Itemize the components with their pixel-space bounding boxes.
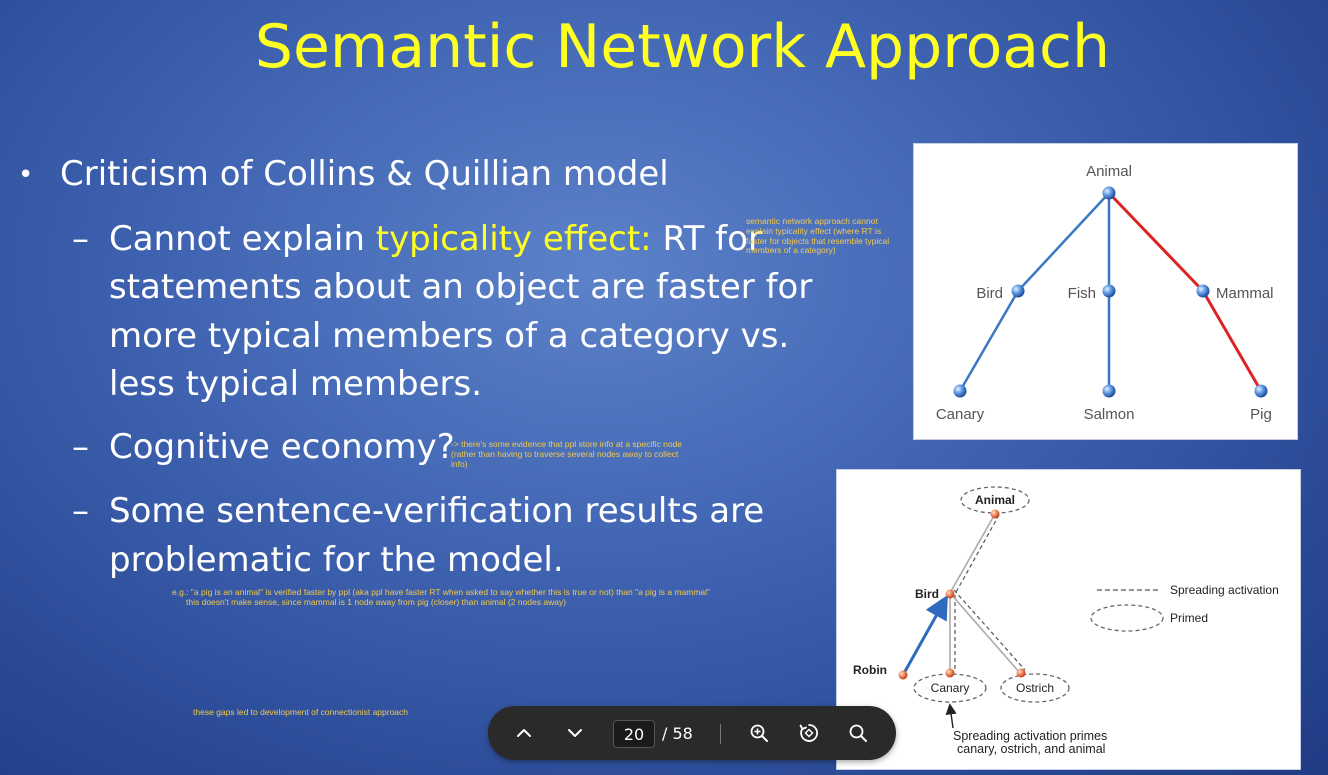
note-example-line: this doesn't make sense, since mammal is… [186,596,567,607]
primed-ostrich [1000,673,1070,703]
note-economy-line: (rather than having to traverse several … [451,448,679,459]
label-animal: Animal [1086,163,1132,180]
note-economy-line: -> there's some evidence that ppl store … [451,439,683,449]
edge-animal-mammal [1107,191,1205,293]
label-mammal: Mammal [1216,285,1274,302]
rotate-icon [799,724,818,742]
typicality-suffix: RT for [651,219,762,259]
legend-primed-ellipse [1090,604,1164,632]
activation-arrow [901,594,948,676]
label-bird: Bird [976,285,1003,302]
legend-spreading-label: Spreading activation [1170,583,1279,597]
verification-line-2: problematic for the model. [109,540,564,580]
dash-economy: – [72,427,89,467]
note-economy: -> there's some evidence that ppl store … [451,439,683,469]
zoom-in-icon [750,724,768,742]
typicality-prefix: Cannot explain [109,219,376,259]
caption-line-2: canary, ostrich, and animal [957,742,1105,756]
note-example: e.g.: "a pig is an animal" is verified f… [172,587,711,608]
label-canary: Canary [936,406,985,423]
activation-diagram: Animal Bird Robin Canary Ostrich Spreadi… [836,469,1301,770]
node-pig [1254,384,1268,398]
node-fish [1102,284,1116,298]
label-animal: Animal [975,493,1015,507]
primed-canary [913,673,987,703]
chevron-up-icon [517,729,531,737]
typicality-line-3: more typical members of a category vs. [109,316,790,356]
chevron-down-icon [568,729,582,737]
sub-bullet-typicality: Cannot explain typicality effect: RT for [109,222,762,256]
label-fish: Fish [1068,285,1096,302]
label-bird: Bird [915,587,939,601]
page-total: / 58 [662,724,693,743]
note-example-line: e.g.: "a pig is an animal" is verified f… [172,587,711,597]
rotate-button[interactable] [794,718,824,748]
node-salmon [1102,384,1116,398]
node-animal [1102,186,1116,200]
edge-bird-canary [958,290,1020,392]
node-bird [1011,284,1025,298]
page-number-input[interactable] [613,720,655,748]
label-robin: Robin [853,663,887,677]
label-canary: Canary [931,681,970,695]
sub-bullet-verification: Some sentence-verification results are [109,491,765,531]
hierarchy-diagram-svg: Animal Bird Fish Mammal Canary Salmon Pi… [936,163,1274,423]
dash-typicality: – [72,219,89,259]
typicality-line-4: less typical members. [109,364,483,404]
dash-verification: – [72,491,89,531]
search-button[interactable] [843,718,873,748]
node-ostrich [1016,668,1026,678]
node-robin [898,670,908,680]
previous-page-button[interactable] [509,718,539,748]
bullet-criticism: Criticism of Collins & Quillian model [60,154,669,194]
sub-bullet-economy: Cognitive economy? [109,427,455,467]
node-bird [945,589,955,599]
edge-mammal-pig [1201,290,1263,392]
node-animal [990,509,1000,519]
hierarchy-diagram: Animal Bird Fish Mammal Canary Salmon Pi… [913,143,1298,440]
viewer-toolbar: / 58 [488,706,896,760]
note-typicality: semantic network approach cannot explain… [746,216,890,256]
label-ostrich: Ostrich [1016,681,1054,695]
edge-bird-ostrich [949,592,1021,674]
zoom-in-button[interactable] [744,718,774,748]
node-mammal [1196,284,1210,298]
edge-animal-bird [1017,192,1110,292]
legend-primed-label: Primed [1170,611,1208,625]
note-typicality-line: explain typicality effect (where RT is [746,225,882,236]
edge-bird-animal [949,513,996,594]
caption-line-1: Spreading activation primes [953,729,1107,743]
typicality-highlight: typicality effect: [375,219,652,259]
search-icon [849,724,867,742]
note-typicality-line: faster for objects that resemble typical [746,235,890,246]
note-typicality-line: members of a category) [746,245,836,256]
node-canary [945,668,955,678]
note-gaps: these gaps led to development of connect… [193,707,409,717]
node-canary [953,384,967,398]
toolbar-divider [720,724,721,744]
slide-title: Semantic Network Approach [254,12,1111,82]
label-salmon: Salmon [1084,406,1135,423]
note-economy-line: info) [451,458,468,469]
spread-bird-animal [954,514,1000,595]
note-typicality-line: semantic network approach cannot [746,216,878,226]
typicality-line-2: statements about an object are faster fo… [109,267,813,307]
next-page-button[interactable] [560,718,590,748]
spread-bird-ostrich [953,589,1026,671]
bullet-dot: • [18,160,34,190]
activation-diagram-svg: Animal Bird Robin Canary Ostrich Spreadi… [853,486,1279,756]
caption-arrow [945,703,957,729]
label-pig: Pig [1250,406,1272,423]
